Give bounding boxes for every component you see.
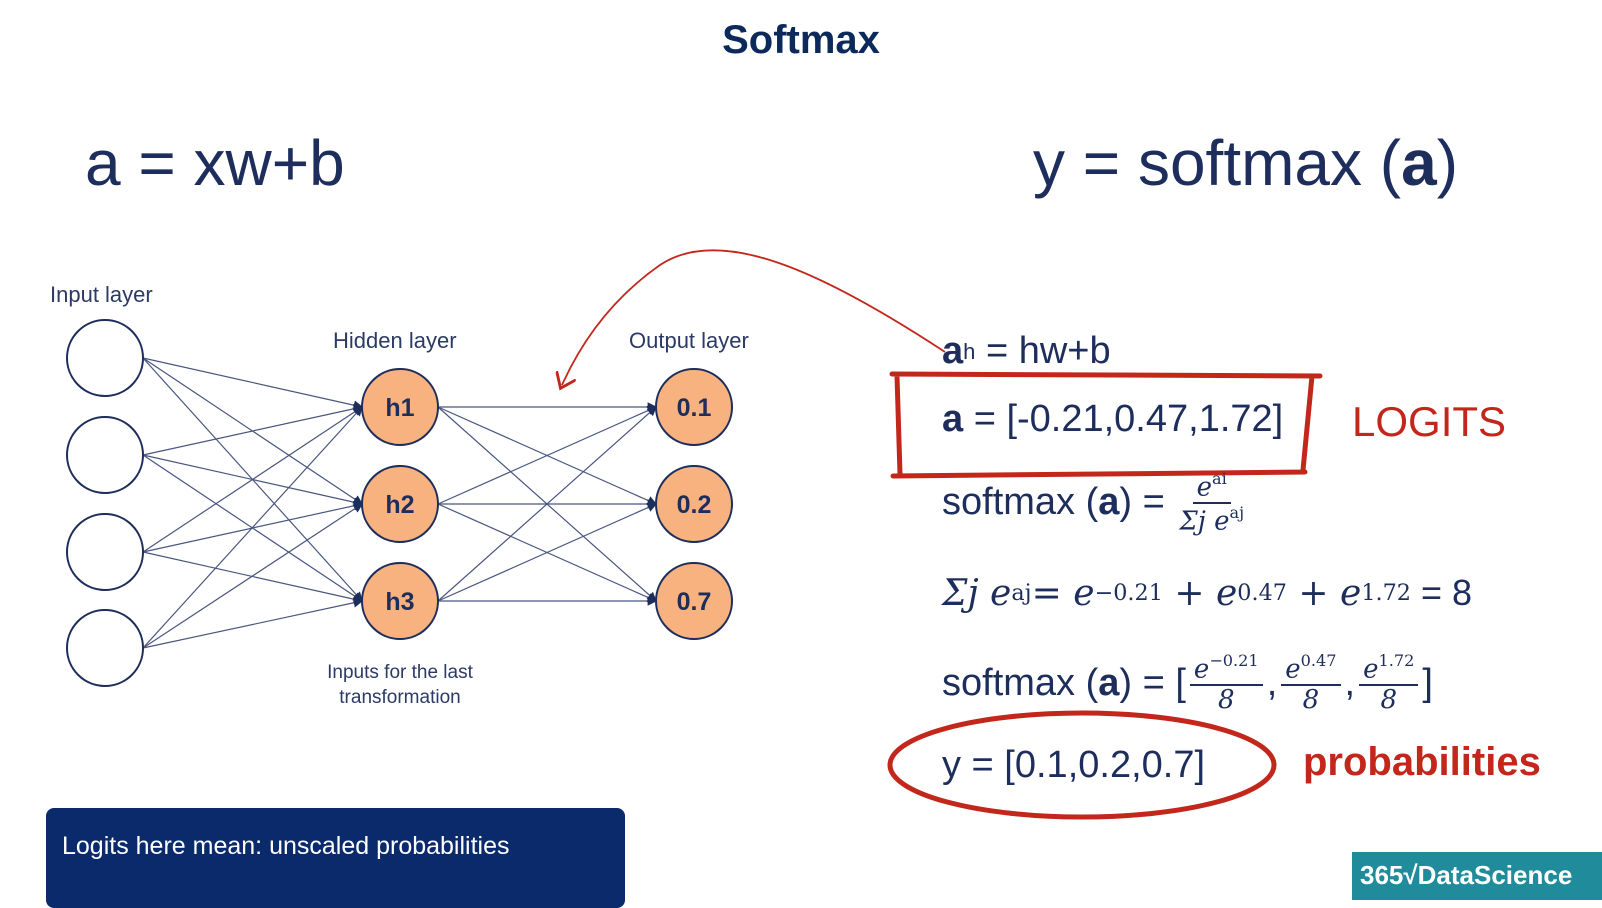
sv-a: a — [1098, 661, 1120, 704]
logits-values: = [-0.21,0.47,1.72] — [963, 398, 1284, 440]
hidden-output-edge — [437, 406, 658, 505]
sd-suffix: ) = — [1119, 481, 1176, 524]
hidden-node-label: h3 — [385, 588, 414, 616]
input-node — [66, 513, 144, 591]
sum-eq: = e — [1031, 572, 1095, 614]
ah-a: a — [942, 330, 964, 372]
input-hidden-edge — [142, 406, 364, 553]
probabilities-formula: y = [0.1,0.2,0.7] — [942, 744, 1206, 786]
red-arrow — [562, 249, 946, 385]
output-layer-label: Output layer — [629, 328, 749, 353]
sv-close: ] — [1422, 661, 1433, 704]
ah-rest: = hw+b — [975, 330, 1111, 372]
sep-2: , — [1344, 661, 1356, 704]
softmax-formula-arg: a — [1401, 127, 1437, 199]
slide-title: Softmax — [722, 18, 880, 62]
hidden-node — [361, 368, 439, 446]
output-node-label: 0.1 — [677, 394, 712, 422]
f1-sup: −0.21 — [1209, 651, 1259, 670]
sum-t1: −0.21 — [1094, 580, 1163, 606]
input-hidden-edge — [142, 357, 364, 410]
note-banner-text: Logits here mean: unscaled probabilities — [62, 832, 510, 860]
output-node — [655, 465, 733, 543]
input-hidden-edge — [142, 598, 364, 649]
softmax-formula-prefix: y = softmax ( — [1033, 127, 1402, 199]
logits-annotation: LOGITS — [1352, 398, 1507, 445]
output-node-label: 0.2 — [677, 491, 712, 519]
hidden-layer-label: Hidden layer — [333, 328, 457, 353]
sd-den-sup: aj — [1229, 502, 1245, 522]
logits-a: a — [942, 398, 964, 440]
fraction-1: e−0.21 8 — [1189, 651, 1263, 715]
output-node — [655, 368, 733, 446]
softmax-definition: softmax (a) = eai Σj eaj — [942, 470, 1248, 536]
softmax-formula-suffix: ) — [1436, 127, 1458, 199]
sv-suffix: ) = [ — [1119, 661, 1186, 704]
input-hidden-edge — [142, 503, 364, 649]
output-node — [655, 562, 733, 640]
input-node — [66, 416, 144, 494]
input-hidden-edge — [142, 406, 363, 649]
probabilities-annotation: probabilities — [1303, 740, 1541, 784]
probabilities-ellipse — [887, 710, 1277, 820]
hidden-output-edge — [437, 503, 658, 602]
f2-num: e — [1285, 654, 1301, 685]
brand-logo-text: 365√DataScience — [1360, 860, 1573, 890]
f3-num: e — [1363, 654, 1379, 685]
note-banner: Logits here mean: unscaled probabilities — [46, 808, 625, 908]
sum-t2: 0.47 — [1237, 580, 1287, 606]
f3-den: 8 — [1380, 684, 1397, 715]
caption-line2: transformation — [339, 687, 461, 708]
f1-num: e — [1193, 654, 1210, 685]
brand-logo: 365√DataScience — [1352, 852, 1602, 900]
sd-den: Σj e — [1179, 506, 1230, 537]
ah-sub: h — [963, 338, 976, 364]
sd-num-sup: ai — [1212, 469, 1227, 488]
output-node-label: 0.7 — [677, 588, 712, 616]
f2-sup: 0.47 — [1300, 651, 1337, 670]
softmax-fraction: eai Σj eaj — [1179, 470, 1244, 536]
sum-p2: + e — [1286, 572, 1362, 614]
hidden-caption: Inputs for the last transformation — [300, 660, 500, 710]
fraction-2: e0.47 8 — [1281, 651, 1341, 715]
input-node — [66, 609, 144, 687]
hidden-output-edge — [437, 406, 657, 602]
sum-lhs: Σj e — [942, 572, 1012, 614]
f3-sup: 1.72 — [1378, 651, 1415, 670]
sum-t3: 1.72 — [1361, 580, 1412, 606]
f1-den: 8 — [1218, 684, 1235, 715]
sep-1: , — [1266, 661, 1278, 704]
hidden-node-label: h1 — [385, 394, 414, 422]
logits-box — [889, 371, 1323, 479]
hidden-node-label: h2 — [385, 491, 414, 519]
sv-prefix: softmax ( — [942, 661, 1099, 704]
sd-num: e — [1196, 472, 1213, 503]
hidden-node — [361, 562, 439, 640]
softmax-formula: y = softmax (a) — [1033, 126, 1458, 200]
input-hidden-edge — [142, 404, 364, 456]
input-node — [66, 319, 144, 397]
logits-formula: a = [-0.21,0.47,1.72] — [942, 398, 1283, 441]
sum-p1: + e — [1162, 572, 1238, 614]
hidden-node — [361, 465, 439, 543]
sd-prefix: softmax ( — [942, 481, 1099, 524]
sum-lhs-sup: aj — [1011, 580, 1032, 606]
linear-formula: a = xw+b — [85, 127, 345, 199]
f2-den: 8 — [1302, 684, 1320, 715]
sd-a: a — [1098, 481, 1120, 524]
fraction-3: e1.72 8 — [1359, 651, 1419, 715]
caption-line1: Inputs for the last — [327, 662, 473, 683]
input-layer-label: Input layer — [50, 282, 153, 307]
sum-result: = 8 — [1411, 572, 1473, 613]
